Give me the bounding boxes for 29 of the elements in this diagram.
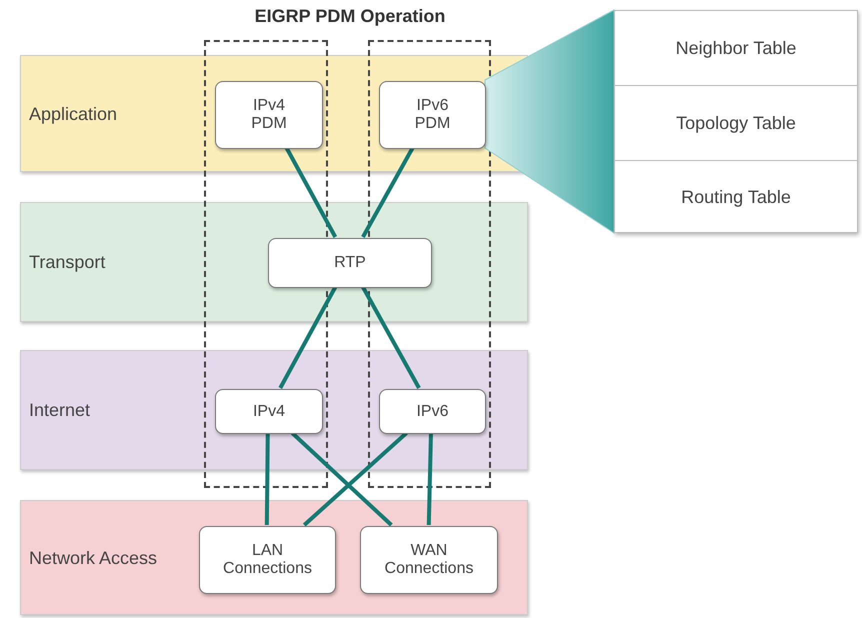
process-box: IPv4 (215, 389, 323, 434)
layer-band (20, 55, 528, 172)
connector-line (361, 286, 421, 389)
connector-line (361, 147, 414, 238)
table-stack (614, 10, 858, 233)
layer-label: Application (29, 104, 118, 124)
process-box: IPv6 (379, 389, 486, 434)
layer-band (20, 202, 528, 322)
layer-label: Transport (29, 252, 106, 273)
table-row: Routing Table (615, 161, 857, 234)
connector-line (284, 147, 338, 238)
diagram-title: EIGRP PDM Operation (254, 6, 446, 27)
process-box: LAN Connections (199, 526, 336, 594)
connector-line (264, 432, 270, 526)
connector-line (302, 432, 408, 526)
table-row: Neighbor Table (615, 11, 857, 86)
connector-line (290, 432, 393, 526)
process-box: RTP (268, 238, 432, 288)
table-row: Topology Table (615, 86, 857, 161)
layer-band (20, 350, 528, 470)
process-box: IPv4 PDM (215, 81, 323, 149)
process-box: WAN Connections (360, 526, 498, 594)
connector-line (426, 432, 433, 526)
layer-label: Internet (29, 400, 90, 421)
layer-label: Network Access (29, 548, 158, 568)
process-box: IPv6 PDM (379, 81, 486, 149)
callout-wedge (484, 9, 614, 234)
layer-band (20, 500, 528, 615)
connector-line (278, 286, 338, 389)
